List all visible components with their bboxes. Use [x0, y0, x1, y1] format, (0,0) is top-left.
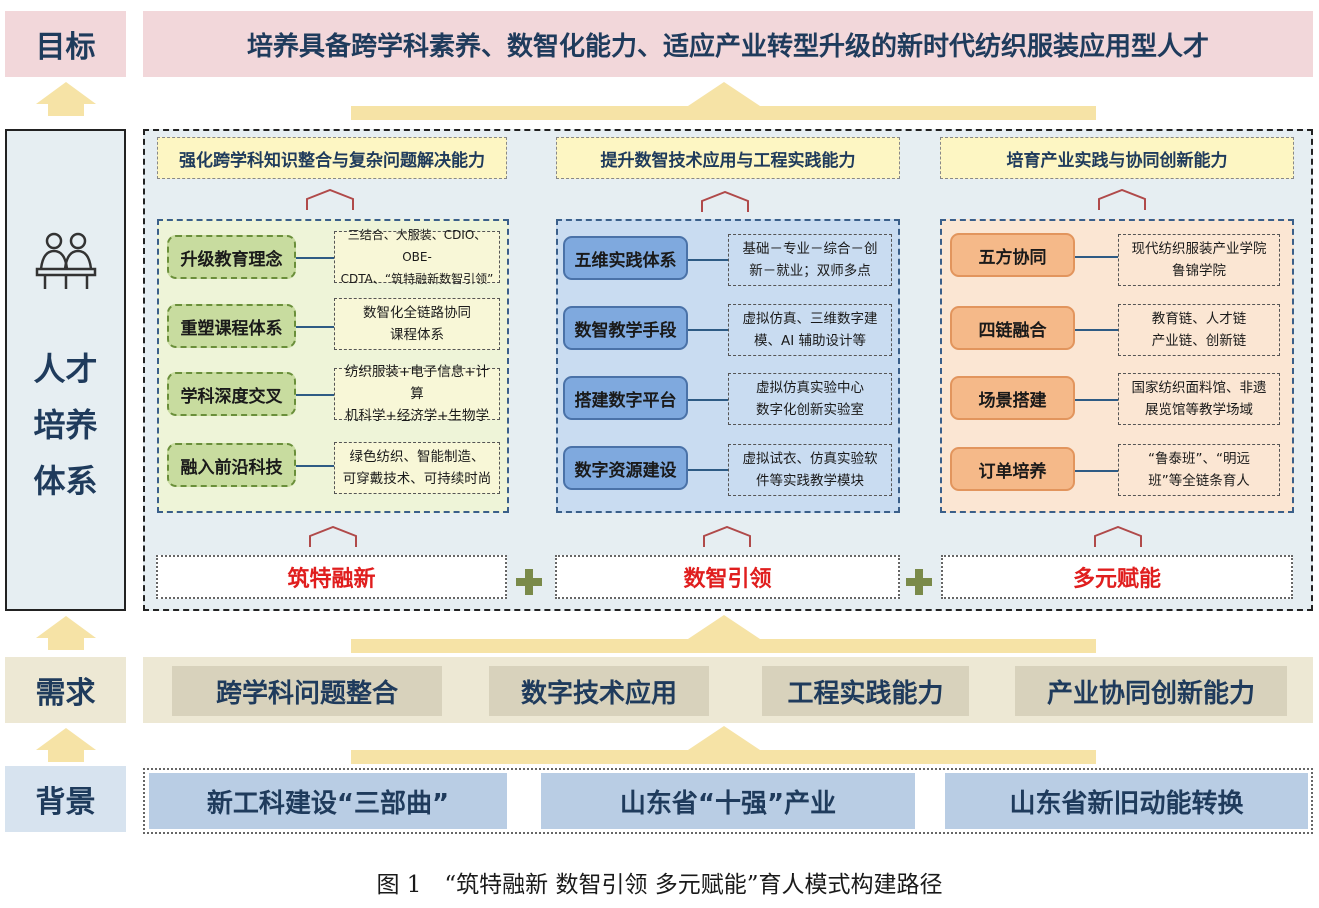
background-item-1: 新工科建设“三部曲”: [149, 773, 507, 829]
connector-line: [1075, 399, 1118, 401]
house-outline-icon: [1098, 189, 1146, 210]
column3-desc-1: 现代纺织服装产业学院鲁锦学院: [1118, 234, 1280, 286]
house-outline-icon: [306, 189, 354, 210]
need-item-4: 产业协同创新能力: [1015, 666, 1287, 716]
house-outline-icon: [309, 526, 357, 547]
column1-item-4: 融入前沿科技: [167, 443, 296, 487]
connector-line: [688, 259, 728, 261]
arrow-up-icon: [351, 726, 1096, 764]
ability-text: 提升数智技术应用与工程实践能力: [600, 150, 856, 171]
column1-desc-1: 三结合、大服装、CDIO、OBE-CDTA、“筑特融新数智引领”: [334, 228, 500, 286]
need-item-2: 数字技术应用: [489, 666, 709, 716]
label-need: 需求: [5, 657, 126, 723]
column2-item-1: 五维实践体系: [563, 236, 688, 280]
column3-desc-2: 教育链、人才链产业链、创新链: [1118, 304, 1280, 356]
column2-desc-4: 虚拟试衣、仿真实验软件等实践教学模块: [728, 444, 892, 496]
column1-item-3: 学科深度交叉: [167, 372, 296, 416]
column2-item-2: 数智教学手段: [563, 306, 688, 350]
arrow-up-icon: [34, 616, 98, 650]
house-outline-icon: [701, 191, 749, 212]
background-item-2: 山东省“十强”产业: [541, 773, 915, 829]
ability-text: 培育产业实践与协同创新能力: [1006, 150, 1228, 171]
arrow-up-icon: [351, 615, 1096, 653]
column1-item-2: 重塑课程体系: [167, 304, 296, 348]
column1-desc-4: 绿色纺织、智能制造、可穿戴技术、可持续时尚: [334, 442, 500, 494]
connector-line: [688, 399, 728, 401]
connector-line: [296, 394, 334, 396]
arrow-up-icon: [34, 82, 98, 116]
column3-item-2: 四链融合: [950, 306, 1075, 350]
connector-line: [1075, 329, 1118, 331]
talent-line-2: 培养: [33, 406, 98, 444]
connector-line: [1075, 470, 1118, 472]
people-meeting-icon: [35, 232, 96, 289]
talent-line-3: 体系: [33, 462, 98, 500]
column2-item-3: 搭建数字平台: [563, 376, 688, 420]
label-talent-system: 人才 培养 体系: [5, 129, 126, 611]
connector-line: [688, 469, 728, 471]
goal-text: 培养具备跨学科素养、数智化能力、适应产业转型升级的新时代纺织服装应用型人才: [246, 31, 1209, 62]
column2-desc-3: 虚拟仿真实验中心数字化创新实验室: [728, 373, 892, 425]
label-background: 背景: [5, 766, 126, 832]
base-box-3: 多元赋能: [941, 555, 1293, 599]
need-item-1: 跨学科问题整合: [172, 666, 442, 716]
house-outline-icon: [703, 526, 751, 547]
column1-desc-3: 纺织服装+电子信息+计算机科学+经济学+生物学: [334, 364, 500, 424]
column2-desc-2: 虚拟仿真、三维数字建模、AI 辅助设计等: [728, 304, 892, 356]
arrow-up-icon: [351, 82, 1096, 120]
connector-line: [1075, 256, 1118, 258]
plus-icon: [906, 569, 932, 595]
ability-box-3: 培育产业实践与协同创新能力: [940, 137, 1294, 179]
ability-text: 强化跨学科知识整合与复杂问题解决能力: [179, 150, 485, 171]
column3-desc-3: 国家纺织面料馆、非遗展览馆等教学场域: [1118, 373, 1280, 425]
base-box-1: 筑特融新: [156, 555, 507, 599]
label-goal-text: 目标: [35, 30, 96, 65]
goal-box: 培养具备跨学科素养、数智化能力、适应产业转型升级的新时代纺织服装应用型人才: [143, 11, 1313, 77]
arrow-up-icon: [34, 728, 98, 762]
label-goal: 目标: [5, 11, 126, 77]
talent-line-1: 人才: [33, 350, 98, 388]
column3-item-1: 五方协同: [950, 233, 1075, 277]
column2-item-4: 数字资源建设: [563, 446, 688, 490]
connector-line: [296, 326, 334, 328]
column3-item-4: 订单培养: [950, 447, 1075, 491]
base-box-2: 数智引领: [555, 555, 900, 599]
plus-icon: [516, 569, 542, 595]
house-outline-icon: [1094, 526, 1142, 547]
connector-line: [296, 257, 334, 259]
connector-line: [688, 329, 728, 331]
ability-box-2: 提升数智技术应用与工程实践能力: [556, 137, 900, 179]
figure-caption: 图 1 “筑特融新 数智引领 多元赋能”育人模式构建路径: [376, 872, 943, 898]
label-need-text: 需求: [35, 676, 96, 711]
column3-desc-4: “鲁泰班”、“明远班”等全链条育人: [1118, 444, 1280, 496]
background-item-3: 山东省新旧动能转换: [945, 773, 1308, 829]
column3-item-3: 场景搭建: [950, 376, 1075, 420]
column1-desc-2: 数智化全链路协同课程体系: [334, 298, 500, 350]
ability-box-1: 强化跨学科知识整合与复杂问题解决能力: [157, 137, 507, 179]
need-item-3: 工程实践能力: [762, 666, 969, 716]
column2-desc-1: 基础－专业－综合－创新－就业；双师多点: [728, 234, 892, 286]
label-background-text: 背景: [35, 785, 96, 820]
connector-line: [296, 465, 334, 467]
column1-item-1: 升级教育理念: [167, 235, 296, 279]
